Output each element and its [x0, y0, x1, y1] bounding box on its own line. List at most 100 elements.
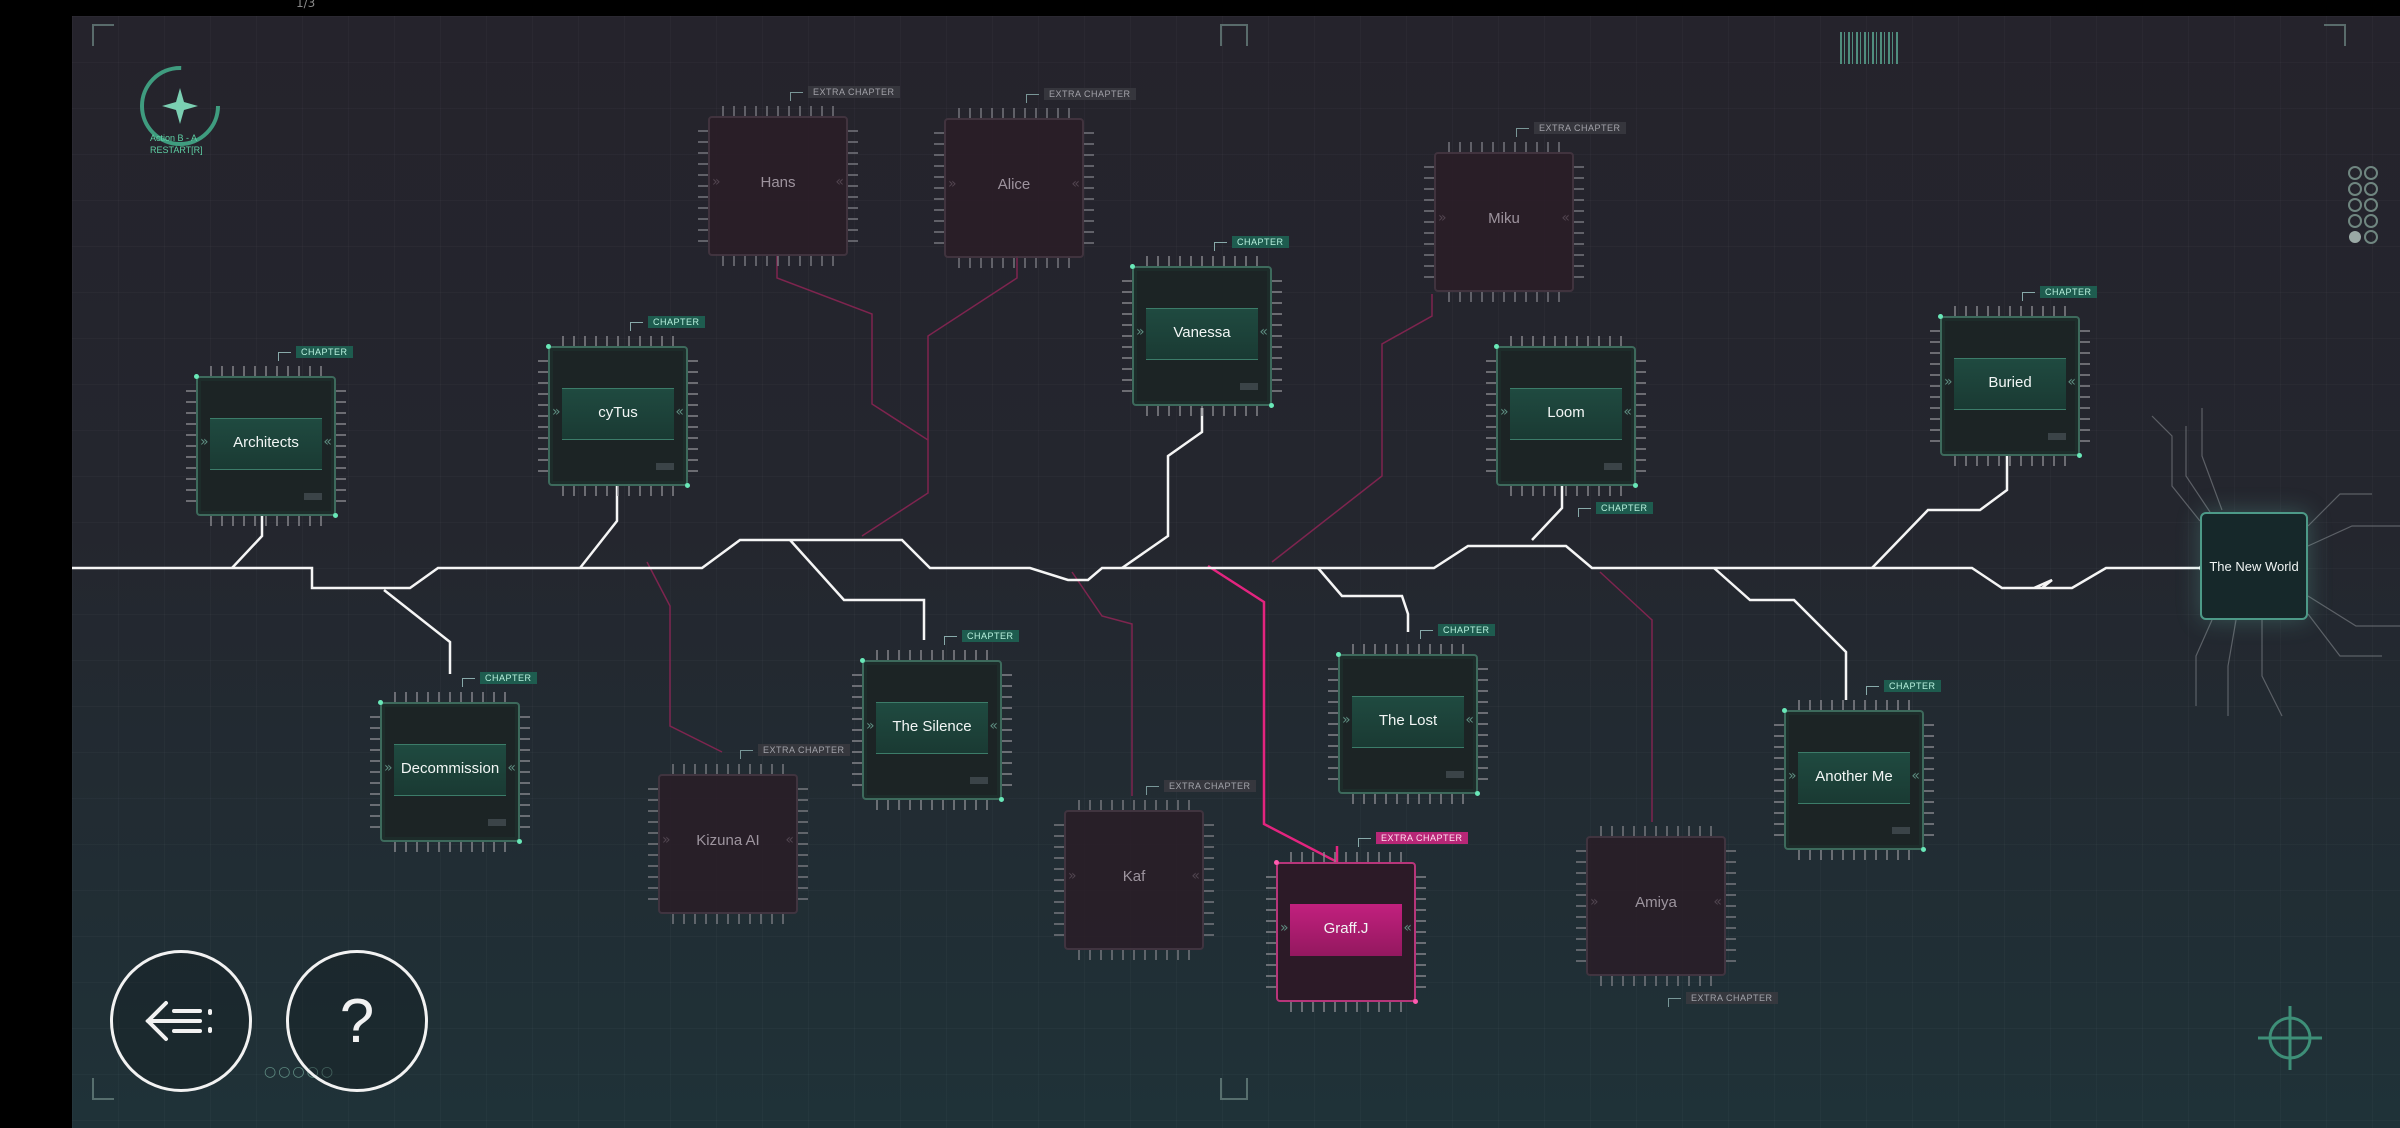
- arrow-left-icon: «: [507, 760, 516, 776]
- arrow-right-icon: »: [1590, 894, 1599, 910]
- chip-name: The Lost: [1378, 712, 1438, 729]
- hud-corner: [92, 24, 114, 46]
- chip-name: Architects: [233, 434, 299, 451]
- arrow-right-icon: »: [948, 176, 957, 192]
- chip-alice[interactable]: » « Alice EXTRA CHAPTER: [934, 88, 1136, 268]
- chip-loom[interactable]: » « Loom CHAPTER: [1486, 336, 1653, 517]
- arrow-right-icon: »: [1438, 210, 1447, 226]
- chapter-map: Action B - A RESTART[R] ○○○○○ » « Archit…: [72, 16, 2400, 1128]
- extra-chapter-tag: EXTRA CHAPTER: [1668, 992, 1778, 1007]
- arrow-left-icon: «: [1191, 868, 1200, 884]
- chip-name: Kaf: [1122, 868, 1146, 885]
- circuit-traces: [72, 256, 2400, 865]
- action-hint-line: Action B - A: [150, 133, 198, 143]
- arrow-right-icon: »: [1944, 374, 1953, 390]
- arrow-left-icon: «: [1403, 920, 1412, 936]
- hud-corner: [1220, 1078, 1248, 1100]
- arrow-left-icon: «: [1713, 894, 1722, 910]
- extra-chapter-tag: EXTRA CHAPTER: [1358, 832, 1468, 847]
- extra-chapter-tag: EXTRA CHAPTER: [1026, 88, 1136, 103]
- extra-chapter-tag: EXTRA CHAPTER: [740, 744, 850, 759]
- chip-name: Amiya: [1635, 894, 1677, 911]
- arrow-right-icon: »: [1500, 404, 1509, 420]
- arrow-left-icon: «: [1259, 324, 1268, 340]
- arrow-right-icon: »: [1788, 768, 1797, 784]
- chip-the-silence[interactable]: » « The Silence CHAPTER: [852, 630, 1019, 810]
- chapter-tag: CHAPTER: [1420, 624, 1495, 639]
- arrow-left-icon: «: [2067, 374, 2076, 390]
- chip-name: Alice: [997, 176, 1031, 193]
- chip-decommission[interactable]: » « Decommission CHAPTER: [370, 672, 537, 852]
- arrow-right-icon: »: [712, 174, 721, 190]
- chip-name: cyTus: [598, 404, 638, 421]
- chip-name: Decommission: [400, 760, 500, 777]
- chip-name: Kizuna AI: [696, 832, 760, 849]
- arrow-left-icon: «: [1561, 210, 1570, 226]
- hud-corner: [92, 1078, 114, 1100]
- chapter-tag: CHAPTER: [278, 346, 353, 361]
- chapter-tag: CHAPTER: [630, 316, 705, 331]
- chapter-tag: CHAPTER: [944, 630, 1019, 645]
- chapter-tag: CHAPTER: [1214, 236, 1289, 251]
- chip-graff-j[interactable]: » « Graff.J EXTRA CHAPTER: [1266, 832, 1468, 1012]
- arrow-left-icon: «: [1911, 768, 1920, 784]
- chip-kizuna-ai[interactable]: » « Kizuna AI EXTRA CHAPTER: [648, 744, 850, 924]
- chapter-tag: CHAPTER: [462, 672, 537, 687]
- arrow-right-icon: »: [662, 832, 671, 848]
- crosshair-icon: [2258, 1006, 2322, 1070]
- arrow-left-icon: «: [675, 404, 684, 420]
- help-button[interactable]: ?: [286, 950, 428, 1092]
- arrow-left-icon: «: [835, 174, 844, 190]
- chip-buried[interactable]: » « Buried CHAPTER: [1930, 286, 2097, 466]
- back-arrow-icon: [145, 1001, 212, 1041]
- chapter-tag: CHAPTER: [1866, 680, 1941, 695]
- chip-name: Hans: [760, 174, 796, 191]
- chip-miku[interactable]: » « Miku EXTRA CHAPTER: [1424, 122, 1626, 302]
- chip-name: Vanessa: [1173, 324, 1231, 341]
- chip-the-new-world[interactable]: The New World: [2200, 512, 2308, 620]
- chip-name: Graff.J: [1323, 920, 1369, 937]
- extra-chapter-tag: EXTRA CHAPTER: [1146, 780, 1256, 795]
- arrow-left-icon: «: [989, 718, 998, 734]
- emblem-icon: [140, 66, 220, 146]
- arrow-left-icon: «: [1623, 404, 1632, 420]
- arrow-right-icon: »: [200, 434, 209, 450]
- arrow-right-icon: »: [1280, 920, 1289, 936]
- chip-name: Loom: [1547, 404, 1585, 421]
- chip-vanessa[interactable]: » « Vanessa CHAPTER: [1122, 236, 1289, 416]
- status-circles-icon: [2348, 166, 2378, 244]
- arrow-left-icon: «: [1465, 712, 1474, 728]
- arrow-left-icon: «: [1071, 176, 1080, 192]
- chip-kaf[interactable]: » « Kaf EXTRA CHAPTER: [1054, 780, 1256, 960]
- chip-architects[interactable]: » « Architects CHAPTER: [186, 346, 353, 526]
- chip-name: Another Me: [1815, 768, 1893, 785]
- barcode-icon: [1840, 32, 1900, 64]
- chip-the-lost[interactable]: » « The Lost CHAPTER: [1328, 624, 1495, 804]
- chip-name: The New World: [2209, 559, 2299, 574]
- chip-name: Miku: [1488, 210, 1520, 227]
- hud-corner: [1220, 24, 1248, 46]
- chapter-tag: CHAPTER: [1578, 502, 1653, 517]
- chip-amiya[interactable]: » « Amiya EXTRA CHAPTER: [1576, 826, 1778, 1007]
- hud-corner: [2324, 24, 2346, 46]
- chip-cytus[interactable]: » « cyTus CHAPTER: [538, 316, 705, 496]
- restart-hint-line: RESTART[R]: [150, 145, 203, 155]
- arrow-left-icon: «: [323, 434, 332, 450]
- extra-chapter-tag: EXTRA CHAPTER: [1516, 122, 1626, 137]
- hud-action-hint: Action B - A RESTART[R]: [150, 132, 203, 156]
- chip-name: The Silence: [892, 718, 972, 735]
- extra-chapter-tag: EXTRA CHAPTER: [790, 86, 900, 101]
- arrow-right-icon: »: [1068, 868, 1077, 884]
- chip-name: Buried: [1988, 374, 2032, 391]
- chip-hans[interactable]: » « Hans EXTRA CHAPTER: [698, 86, 900, 266]
- arrow-right-icon: »: [552, 404, 561, 420]
- chip-another-me[interactable]: » « Another Me CHAPTER: [1774, 680, 1941, 860]
- arrow-right-icon: »: [1136, 324, 1145, 340]
- page-indicator: 1/3: [296, 0, 316, 10]
- arrow-left-icon: «: [785, 832, 794, 848]
- arrow-right-icon: »: [866, 718, 875, 734]
- back-button[interactable]: [110, 950, 252, 1092]
- help-icon: ?: [339, 986, 375, 1056]
- chapter-tag: CHAPTER: [2022, 286, 2097, 301]
- arrow-right-icon: »: [384, 760, 393, 776]
